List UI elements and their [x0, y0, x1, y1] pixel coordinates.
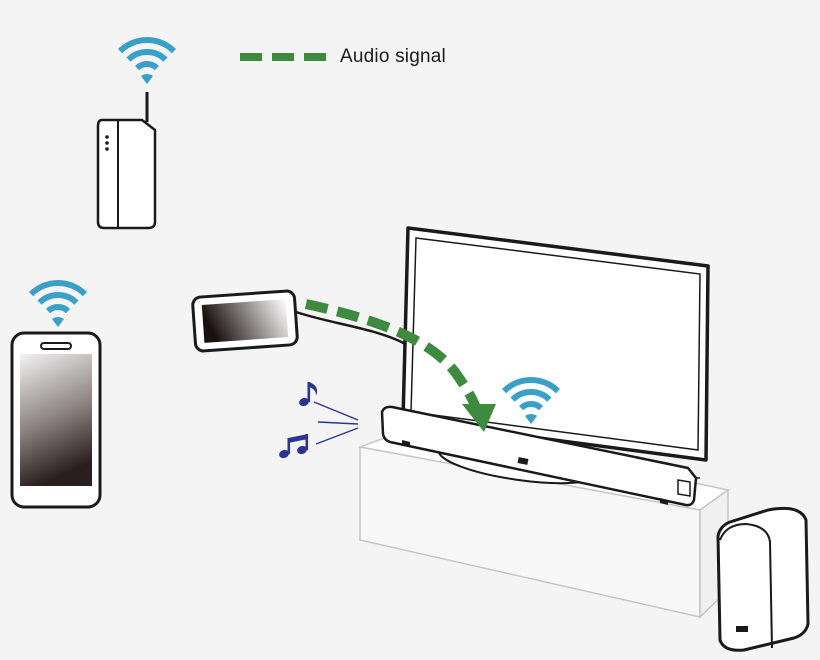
wifi-arc: [28, 279, 88, 297]
audio-signal-arrow: [304, 299, 496, 432]
tv-icon: [401, 226, 710, 485]
audio-signal-legend-line: [240, 53, 326, 61]
subwoofer-icon: [716, 506, 810, 652]
wifi-arc: [510, 388, 552, 402]
wifi-arc: [518, 401, 544, 411]
portable-player-icon: [191, 289, 299, 353]
router-icon: [96, 92, 157, 230]
sound-bar-wifi-icon: [501, 376, 561, 424]
legend: Audio signal: [240, 44, 500, 70]
smartphone-wifi-icon: [28, 279, 88, 327]
smartphone-icon: [10, 331, 102, 509]
wifi-arc: [134, 61, 160, 71]
double-music-note-icon: [279, 434, 309, 459]
wifi-arc: [501, 376, 561, 394]
wifi-arc: [37, 291, 79, 305]
wifi-arc: [126, 48, 168, 62]
legend-label: Audio signal: [340, 46, 446, 67]
router-wifi-icon: [117, 36, 177, 84]
sound-bar-icon: [380, 405, 698, 507]
wifi-dot: [141, 74, 153, 84]
wifi-dot: [52, 317, 64, 327]
music-note-icon: [299, 382, 318, 407]
bluetooth-signal: [313, 401, 359, 445]
wifi-dot: [525, 414, 537, 424]
wifi-arc: [45, 304, 71, 314]
wifi-arc: [117, 36, 177, 54]
